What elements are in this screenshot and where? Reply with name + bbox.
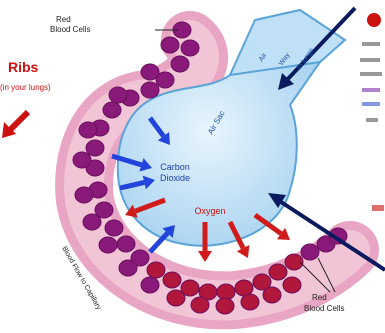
- red-blood-cell: [105, 220, 123, 236]
- red-blood-cell: [216, 298, 234, 314]
- red-blood-cell: [171, 56, 189, 72]
- label-red-blood-cells-bottom-2: Blood Cells: [304, 304, 344, 313]
- oxygen-arrow-head: [198, 251, 212, 262]
- label-carbon-dioxide-2: Dioxide: [160, 173, 190, 183]
- red-blood-cell: [167, 290, 185, 306]
- red-blood-cell: [161, 37, 179, 53]
- legend-line-5: [362, 102, 380, 106]
- right-side-legend: [360, 13, 384, 211]
- air-duct: [230, 10, 345, 75]
- red-blood-cell: [83, 214, 101, 230]
- red-blood-cell: [301, 244, 319, 260]
- red-blood-cell: [99, 237, 117, 253]
- label-lungs: (in your lungs): [0, 83, 51, 92]
- red-blood-cell: [141, 64, 159, 80]
- red-blood-cell: [119, 260, 137, 276]
- legend-marker-red: [367, 13, 381, 27]
- red-blood-cell: [283, 277, 301, 293]
- red-blood-cell: [141, 82, 159, 98]
- red-blood-cell: [75, 187, 93, 203]
- red-blood-cell: [269, 264, 287, 280]
- red-blood-cell: [147, 262, 165, 278]
- legend-line-4: [362, 88, 380, 92]
- red-blood-cell: [117, 236, 135, 252]
- red-blood-cell: [79, 122, 97, 138]
- red-blood-cell: [191, 297, 209, 313]
- red-blood-cell: [263, 287, 281, 303]
- legend-line-1: [362, 42, 380, 46]
- label-carbon-dioxide-1: Carbon: [160, 162, 190, 172]
- red-blood-cell: [241, 294, 259, 310]
- red-blood-cell: [163, 272, 181, 288]
- label-red-blood-cells-top-1: Red: [56, 15, 71, 24]
- legend-line-2: [360, 58, 380, 62]
- label-ribs: Ribs: [8, 59, 39, 75]
- red-blood-cell: [141, 277, 159, 293]
- label-red-blood-cells-bottom-1: Red: [312, 293, 327, 302]
- legend-line-3: [360, 72, 382, 76]
- label-red-blood-cells-top-2: Blood Cells: [50, 25, 90, 34]
- legend-line-7: [372, 205, 384, 211]
- red-blood-cell: [103, 102, 121, 118]
- red-blood-cell: [73, 152, 91, 168]
- red-blood-cell: [181, 40, 199, 56]
- label-oxygen: Oxygen: [194, 206, 225, 216]
- red-blood-cell: [109, 87, 127, 103]
- legend-line-6: [366, 118, 378, 122]
- red-blood-cell: [86, 140, 104, 156]
